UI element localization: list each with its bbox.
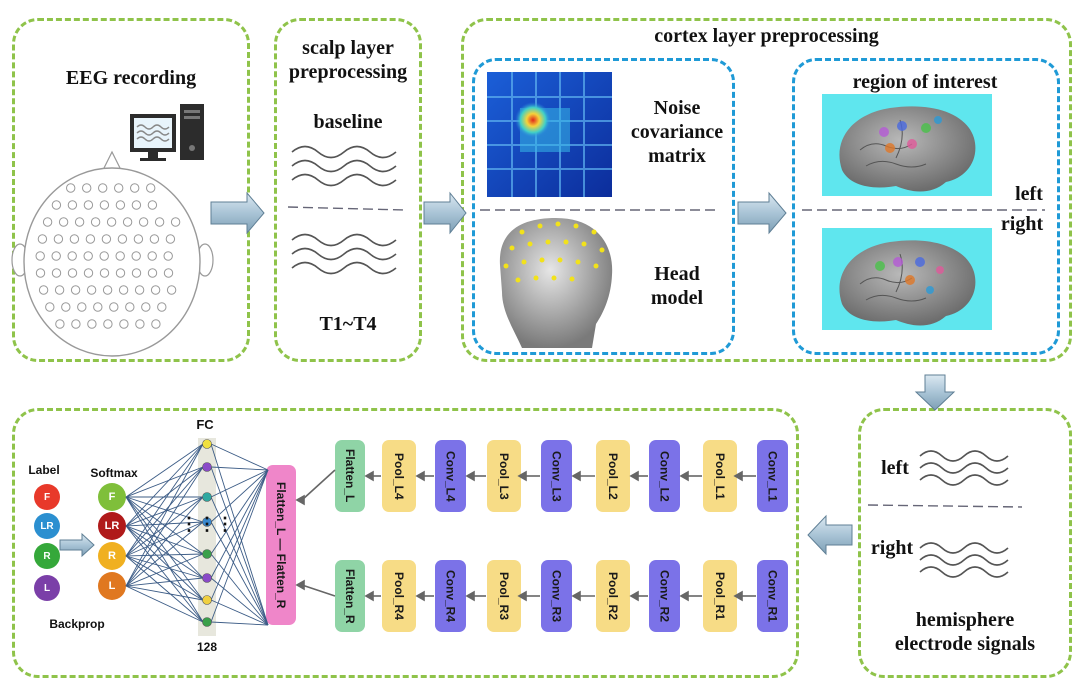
scalp-waves-icon — [291, 145, 397, 275]
computer-icon — [130, 104, 204, 161]
flatten-l-block: Flatten_L — [335, 440, 365, 512]
arrow-label-to-softmax-icon — [59, 532, 95, 558]
pool-l2-label: Pool_L2 — [606, 452, 620, 500]
hemisphere-waves-icon — [919, 450, 1009, 578]
conv-l2-label: Conv_L2 — [657, 450, 672, 502]
noise-head-subpanel — [472, 58, 735, 355]
network-panel — [12, 408, 799, 678]
softmax-node-r: R — [98, 542, 126, 570]
softmax-node-l: L — [98, 572, 126, 600]
scalp-divider — [287, 206, 405, 211]
arrow-cortex-down-icon — [914, 374, 956, 411]
pool-r3-label: Pool_R3 — [497, 571, 511, 620]
pool-l1-label: Pool_L1 — [713, 452, 727, 500]
roi-left-label: left — [1015, 183, 1043, 205]
hemisphere-left-label: left — [881, 457, 909, 479]
pool-l1-block: Pool_L1 — [703, 440, 737, 512]
label-node-r: R — [34, 543, 60, 569]
pool-r3-block: Pool_R3 — [487, 560, 521, 632]
task-label: T1~T4 — [319, 313, 377, 335]
conv-r3-block: Conv_R3 — [541, 560, 572, 632]
head-model-icon — [499, 218, 613, 348]
fc-layer-bar — [198, 438, 216, 636]
flatten-l-label: Flatten_L — [343, 449, 357, 503]
flatten-lr-block: Flatten_L — Flatten_R — [266, 465, 296, 625]
scalp-preprocessing-panel — [274, 18, 422, 362]
cortex-title: cortex layer preprocessing — [654, 25, 879, 47]
fc-nodes — [202, 439, 212, 627]
flatten-r-block: Flatten_R — [335, 560, 365, 632]
fc-dots: ⋮⋮⋮ — [180, 514, 234, 534]
label-node-f: F — [34, 484, 60, 510]
softmax-node-f: F — [98, 483, 126, 511]
network-arrows — [295, 469, 756, 602]
pool-l3-block: Pool_L3 — [487, 440, 521, 512]
eeg-recording-panel — [12, 18, 250, 362]
cortex-preprocessing-panel — [461, 18, 1072, 362]
pool-l4-label: Pool_L4 — [392, 452, 406, 500]
hemisphere-title-line2: electrode signals — [894, 633, 1036, 655]
conv-r4-label: Conv_R4 — [443, 569, 458, 622]
label-node-lr: LR — [34, 513, 60, 539]
pool-r1-label: Pool_R1 — [713, 571, 727, 620]
conv-r1-block: Conv_R1 — [757, 560, 788, 632]
hemisphere-divider — [867, 504, 1023, 508]
label-node-l: L — [34, 575, 60, 601]
conv-l3-block: Conv_L3 — [541, 440, 572, 512]
conv-r4-block: Conv_R4 — [435, 560, 466, 632]
conv-l4-block: Conv_L4 — [435, 440, 466, 512]
conv-l4-label: Conv_L4 — [443, 450, 458, 502]
fc-size: 128 — [196, 640, 218, 654]
pool-r2-label: Pool_R2 — [606, 571, 620, 620]
arrow-noise-to-roi-icon — [737, 191, 787, 235]
pool-r4-block: Pool_R4 — [382, 560, 416, 632]
noise-label-line3: matrix — [648, 145, 706, 167]
brain-right-icon — [822, 228, 992, 330]
conv-r2-block: Conv_R2 — [649, 560, 680, 632]
conv-l3-label: Conv_L3 — [549, 450, 564, 502]
conv-l2-block: Conv_L2 — [649, 440, 680, 512]
fc-title: FC — [196, 417, 214, 432]
pool-l4-block: Pool_L4 — [382, 440, 416, 512]
pool-r1-block: Pool_R1 — [703, 560, 737, 632]
flatten-lr-label: Flatten_L — Flatten_R — [274, 481, 288, 609]
head-label-line1: Head — [654, 263, 700, 285]
noise-label-line2: covariance — [630, 121, 724, 143]
flatten-r-label: Flatten_R — [343, 568, 357, 624]
hemisphere-right-label: right — [870, 537, 914, 559]
softmax-node-lr: LR — [98, 512, 126, 540]
pool-r4-label: Pool_R4 — [392, 571, 406, 620]
scalp-title-line1: scalp layer — [302, 37, 394, 59]
arrow-eeg-to-scalp-icon — [210, 191, 265, 235]
arrow-scalp-to-cortex-icon — [423, 191, 467, 235]
baseline-label: baseline — [313, 111, 383, 133]
eeg-recording-title: EEG recording — [65, 67, 197, 89]
roi-right-label: right — [1000, 213, 1044, 235]
conv-r3-label: Conv_R3 — [549, 569, 564, 622]
conv-l1-label: Conv_L1 — [765, 450, 780, 502]
conv-r1-label: Conv_R1 — [765, 569, 780, 622]
fc-connections — [125, 443, 269, 626]
head-label-line2: model — [650, 287, 704, 309]
label-title: Label — [28, 463, 60, 477]
arrow-hemisphere-to-network-icon — [807, 514, 853, 556]
eeg-head-icon — [11, 150, 214, 357]
pool-l2-block: Pool_L2 — [596, 440, 630, 512]
noise-covariance-matrix-icon — [487, 72, 612, 197]
softmax-title: Softmax — [90, 466, 138, 480]
roi-title: region of interest — [852, 71, 998, 93]
noise-label-line1: Noise — [653, 97, 701, 119]
conv-r2-label: Conv_R2 — [657, 569, 672, 622]
conv-l1-block: Conv_L1 — [757, 440, 788, 512]
pool-l3-label: Pool_L3 — [497, 452, 511, 500]
backprop-label: Backprop — [49, 617, 105, 631]
hemisphere-signals-panel — [858, 408, 1072, 678]
brain-left-icon — [822, 94, 992, 196]
pool-r2-block: Pool_R2 — [596, 560, 630, 632]
hemisphere-title-line1: hemisphere — [915, 609, 1015, 631]
roi-subpanel — [792, 58, 1060, 355]
scalp-title-line2: preprocessing — [288, 61, 408, 83]
